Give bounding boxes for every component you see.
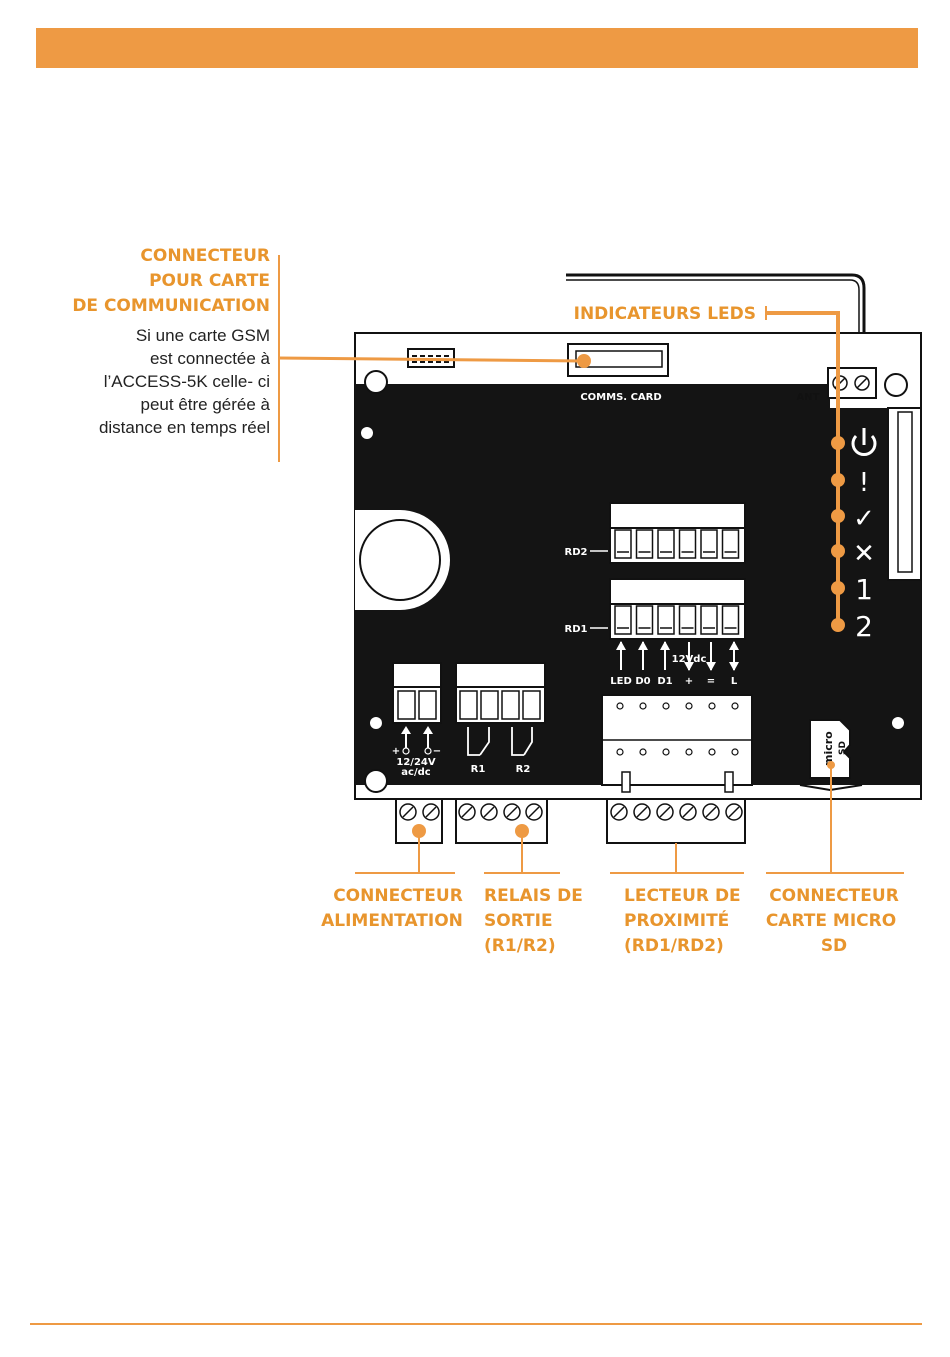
led-dot-6	[831, 618, 845, 632]
connector-pin	[657, 605, 675, 635]
power-connector-header	[392, 662, 442, 724]
comm-connector-callout: CONNECTEUR POUR CARTE DE COMMUNICATION S…	[72, 246, 270, 437]
reader-pin-label: D1	[657, 676, 672, 687]
reader-line-3: (RD1/RD2)	[624, 936, 724, 956]
relay-connector-header	[455, 662, 546, 724]
rd2-connector	[609, 502, 746, 564]
reader-pin-label: LED	[610, 676, 632, 687]
buzzer	[359, 519, 441, 601]
relays-line-3: (R1/R2)	[484, 936, 556, 956]
connector-pin	[614, 529, 632, 559]
antenna-wire-inner	[566, 279, 860, 372]
pcb-hole-2	[370, 717, 382, 729]
reader-pin-arrows	[616, 641, 739, 671]
comm-title-line-3: DE COMMUNICATION	[72, 296, 270, 316]
power-type-label: ac/dc	[401, 767, 430, 778]
exclamation-icon: !	[859, 468, 869, 498]
reader-pin-label: L	[731, 676, 738, 687]
reader-pin-label: +	[685, 676, 693, 687]
power-callout-dot	[412, 824, 426, 838]
comm-desc-line-1: Si une carte GSM	[136, 326, 270, 345]
pcb-hole-1	[361, 427, 373, 439]
power-minus-label: −	[433, 746, 441, 757]
bottom-screw-terminals	[395, 798, 746, 844]
reader-voltage-label: 12Vdc	[672, 654, 707, 665]
comm-desc-line-2: est connectée à	[150, 349, 271, 368]
comm-title-line-2: POUR CARTE	[149, 271, 270, 291]
power-callout: CONNECTEUR ALIMENTATION	[321, 886, 463, 931]
microsd-logo-sd: SD	[838, 741, 848, 755]
connector-pin	[721, 605, 740, 635]
reader-pin-label: D0	[635, 676, 650, 687]
mount-hole-bottom-left	[364, 769, 388, 793]
relays-line-1: RELAIS DE	[484, 886, 583, 906]
comm-desc-line-3: l’ACCESS-5K celle- ci	[104, 372, 270, 391]
relay-contact-symbols	[467, 727, 533, 756]
connector-pin	[614, 605, 632, 635]
comm-callout-dot	[577, 354, 591, 368]
connector-pin	[678, 605, 697, 635]
leds-callout-title: INDICATEURS LEDS	[574, 304, 756, 324]
reader-callout: LECTEUR DE PROXIMITÉ (RD1/RD2)	[624, 886, 741, 956]
reader-screw-block	[606, 798, 746, 844]
power-icon	[851, 428, 877, 456]
comm-title-line-1: CONNECTEUR	[140, 246, 270, 266]
microsd-callout: CONNECTEUR CARTE MICRO SD	[766, 886, 899, 956]
microsd-line-1: CONNECTEUR	[769, 886, 899, 906]
rd1-connector	[609, 578, 746, 640]
power-plus-label: +	[392, 746, 400, 757]
connector-pin	[700, 605, 718, 635]
microsd-line-2: CARTE MICRO	[766, 911, 896, 931]
connector-pin	[657, 529, 675, 559]
led-dot-5	[831, 581, 845, 595]
connector-pin	[635, 605, 654, 635]
power-arrows	[401, 726, 433, 755]
reader-pin-label: =	[707, 676, 715, 687]
connector-pin	[635, 529, 654, 559]
power-voltage-label: 12/24V	[396, 757, 435, 768]
ant-label: ANT	[797, 392, 820, 403]
power-line-2: ALIMENTATION	[321, 911, 463, 931]
antenna-wire	[566, 273, 866, 372]
comm-callout-line	[278, 356, 584, 363]
header-bar	[36, 28, 918, 68]
led-dot-1	[831, 436, 845, 450]
two-icon: 2	[855, 610, 873, 643]
reader-terminal-block	[601, 694, 753, 793]
check-icon: ✓	[853, 504, 875, 534]
microsd-logo-text: micro	[822, 731, 835, 766]
comm-desc-line-5: distance en temps réel	[99, 418, 270, 437]
power-line-1: CONNECTEUR	[333, 886, 463, 906]
mount-hole-top-right	[884, 373, 908, 397]
connector-pin	[678, 529, 697, 559]
relay-callout-dot	[515, 824, 529, 838]
comm-desc-line-4: peut être gérée à	[141, 395, 271, 414]
led-dot-2	[831, 473, 845, 487]
relays-callout: RELAIS DE SORTIE (R1/R2)	[484, 886, 583, 956]
r1-label: R1	[471, 764, 486, 775]
relays-line-2: SORTIE	[484, 911, 553, 931]
one-icon: 1	[855, 573, 873, 606]
comms-card-label: COMMS. CARD	[580, 392, 661, 403]
reader-line-1: LECTEUR DE	[624, 886, 741, 906]
r2-label: R2	[516, 764, 531, 775]
microsd-line-3: SD	[821, 936, 847, 956]
pcb-hole-3	[892, 717, 904, 729]
mount-hole-top-left	[364, 370, 388, 394]
cross-icon: ✕	[853, 539, 875, 569]
rd1-label: RD1	[565, 624, 588, 635]
reader-line-2: PROXIMITÉ	[624, 909, 729, 931]
footer-rule	[30, 1323, 922, 1325]
connector-pin	[721, 529, 740, 559]
rd2-label: RD2	[565, 547, 588, 558]
connector-pin	[700, 529, 718, 559]
microsd-slot: micro SD	[809, 719, 851, 779]
led-dot-4	[831, 544, 845, 558]
led-dot-3	[831, 509, 845, 523]
